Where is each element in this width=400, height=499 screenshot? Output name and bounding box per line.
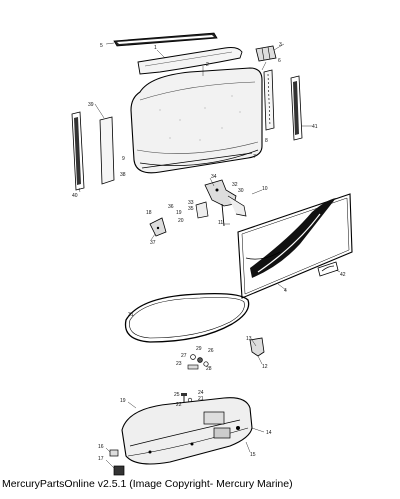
callout-34: 34 (211, 174, 217, 180)
logo-decal[interactable] (317, 261, 339, 277)
callout-23: 23 (176, 361, 182, 367)
small-clip[interactable] (109, 449, 119, 457)
callout-11: 11 (218, 220, 223, 226)
side-decal-panel[interactable] (237, 193, 353, 299)
callout-2: 2 (206, 62, 209, 68)
grommet[interactable] (113, 465, 125, 476)
callout-17: 17 (98, 456, 104, 462)
callout-1: 1 (154, 45, 157, 51)
latch-assembly[interactable] (204, 179, 247, 227)
callout-3: 3 (279, 42, 282, 48)
callout-41: 41 (312, 124, 318, 130)
callout-8: 8 (265, 138, 268, 144)
left-side-panel[interactable] (99, 116, 115, 185)
callout-16: 16 (98, 444, 104, 450)
callout-32: 32 (232, 182, 238, 188)
callout-36: 36 (168, 204, 174, 210)
callout-26: 26 (208, 348, 214, 354)
callout-39: 39 (88, 102, 94, 108)
callout-9: 9 (122, 156, 125, 162)
callout-27: 27 (181, 353, 187, 359)
copyright-footer: MercuryPartsOnline v2.5.1 (Image Copyrig… (2, 478, 293, 490)
callout-31: 31 (128, 312, 134, 318)
top-trim-strip[interactable] (113, 32, 218, 47)
bottom-latch-hook[interactable] (249, 337, 265, 357)
callout-15: 15 (250, 452, 256, 458)
callout-10: 10 (262, 186, 268, 192)
left-decal-strip[interactable] (71, 111, 85, 191)
callout-38: 38 (120, 172, 126, 178)
callout-4: 4 (284, 288, 287, 294)
right-bracket-strip[interactable] (263, 69, 275, 131)
top-cowl-piece[interactable] (137, 47, 243, 75)
callout-40: 40 (72, 193, 78, 199)
callout-28: 28 (206, 366, 212, 372)
callout-42: 42 (340, 272, 346, 278)
callout-37: 37 (150, 240, 156, 246)
callout-14: 14 (266, 430, 272, 436)
right-decal-strip[interactable] (290, 75, 303, 141)
callout-20: 20 (178, 218, 184, 224)
callout-13: 13 (246, 336, 252, 342)
leader-lines (78, 42, 341, 469)
callout-5: 5 (100, 43, 103, 49)
callout-12: 12 (262, 364, 268, 370)
callout-30: 30 (238, 188, 244, 194)
callout-7: 7 (253, 154, 256, 160)
callout-21: 21 (198, 396, 204, 402)
callout-25: 25 (174, 392, 180, 398)
callout-labels: 5 1 2 3 6 8 41 39 40 7 9 38 34 32 30 10 … (72, 42, 346, 462)
latch-bracket-small[interactable] (195, 201, 209, 219)
fastener-stack[interactable] (187, 354, 209, 370)
callout-18: 18 (146, 210, 152, 216)
bottom-cowl[interactable] (121, 397, 253, 465)
callout-29: 29 (196, 346, 202, 352)
hinge-bracket[interactable] (255, 45, 277, 62)
callout-24: 24 (198, 390, 204, 396)
cowl-seal-gasket[interactable] (124, 292, 250, 343)
callout-35: 35 (188, 206, 194, 212)
callout-6: 6 (278, 58, 281, 64)
callout-33: 33 (188, 200, 194, 206)
main-cowl[interactable] (130, 67, 263, 174)
latch-lever[interactable] (149, 217, 167, 237)
callout-19: 19 (176, 210, 182, 216)
callout-19b: 19 (120, 398, 126, 404)
callout-22: 22 (176, 402, 182, 408)
